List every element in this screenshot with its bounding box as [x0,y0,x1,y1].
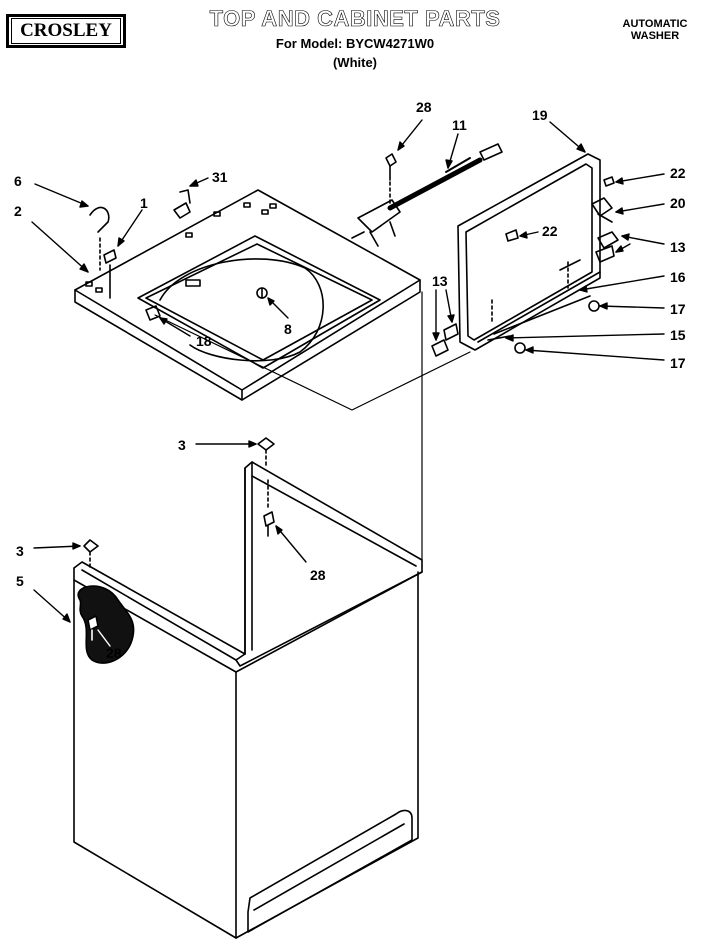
part-15-spring [487,295,591,341]
washer-top-panel [74,189,421,401]
part-13-right-hinge [595,231,619,263]
callout-31: 31 [212,169,228,185]
brand-logo: CROSLEY [6,14,126,48]
part-22-upper-bumper [603,176,615,187]
callout-28-mid: 28 [310,567,326,583]
product-type: AUTOMATIC WASHER [610,18,700,42]
part-3-lower-clip [83,539,99,569]
part-17-upper-bumper [588,300,600,312]
callout-1: 1 [140,195,148,211]
callout-13-right: 13 [670,239,686,255]
brand-name: CROSLEY [11,18,121,44]
callout-17-lower: 17 [670,355,686,371]
callout-22-mid: 22 [542,223,558,239]
callout-6: 6 [14,173,22,189]
part-16-rod [559,259,581,289]
part-18-actuator [145,305,161,321]
page-title: TOP AND CABINET PARTS [209,6,501,32]
part-11-hinge-rod [357,143,503,247]
part-28-cutaway [77,585,135,664]
model-number: For Model: BYCW4271W0 [275,36,435,51]
callout-17-upper: 17 [670,301,686,317]
part-13-left-hinge [431,299,493,357]
part-6-bracket [89,206,110,271]
part-28-mid-screw [263,479,275,537]
callout-22-right: 22 [670,165,686,181]
product-type-line2: WASHER [630,30,680,42]
callout-11: 11 [452,117,467,133]
callout-20: 20 [670,195,686,211]
product-type-line1: AUTOMATIC [622,18,688,30]
callout-5: 5 [16,573,24,589]
part-17-lower-bumper [514,342,526,354]
callout-28-top: 28 [416,99,432,115]
callout-2: 2 [14,203,22,219]
part-28-top-screw [385,153,397,207]
callout-16: 16 [670,269,686,285]
leader-lines [31,119,665,647]
callout-8: 8 [284,321,292,337]
callout-28-bottom: 28 [106,645,122,661]
callout-3-upper: 3 [178,437,186,453]
part-22-mid-bumper [505,229,519,242]
part-19-lid [457,153,601,351]
part-20-hinge [591,197,613,223]
part-8-screw [256,287,268,299]
callout-labels: 28 11 19 6 31 1 2 22 20 22 13 16 13 17 1… [14,99,686,661]
callout-3-lower: 3 [16,543,24,559]
callout-13-left: 13 [432,273,448,289]
part-31-clip [173,189,191,219]
part-3-upper-clip [257,437,275,469]
callout-19: 19 [532,107,548,123]
part-5-cabinet [73,461,423,939]
part-1-clip [103,249,117,299]
callout-15: 15 [670,327,686,343]
callout-18: 18 [196,333,212,349]
model-color: (White) [332,55,378,70]
